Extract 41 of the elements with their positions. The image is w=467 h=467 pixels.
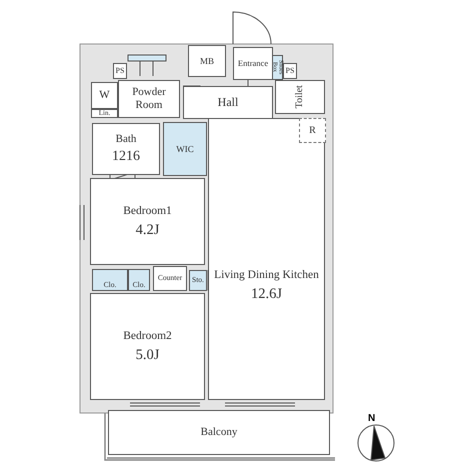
- room-box: [91, 82, 118, 109]
- room-box: [113, 63, 127, 79]
- room-label: WIC: [176, 144, 194, 154]
- room-box: [188, 45, 226, 77]
- room-label: Bedroom2: [123, 330, 172, 343]
- fridge-space: [299, 118, 326, 143]
- room-box: [92, 123, 160, 175]
- storage-box: [163, 122, 207, 176]
- room-label: Balcony: [200, 426, 238, 439]
- room-box: [108, 410, 330, 455]
- storage-box: [189, 270, 207, 291]
- area-label: 12.6J: [250, 286, 282, 303]
- room-label: Living Dining Kitchen: [214, 269, 319, 282]
- room-box: [275, 80, 325, 114]
- room-label: W: [99, 89, 110, 102]
- area-label: 4.2J: [136, 222, 160, 238]
- room-label: Bedroom1: [123, 204, 172, 218]
- room-label: R: [309, 124, 316, 136]
- room-box: [91, 109, 118, 118]
- area-label: 5.0J: [136, 346, 160, 364]
- room-box: [118, 80, 180, 118]
- room-label: Toilet: [294, 85, 306, 109]
- room-label: Entrance: [238, 58, 268, 68]
- room-label: PS: [116, 66, 124, 76]
- room-box: [90, 293, 205, 400]
- storage-box: [272, 55, 283, 80]
- closet-box: [92, 269, 128, 291]
- room-box: [153, 266, 187, 291]
- compass-north-label: N: [368, 413, 376, 424]
- room-box: [183, 86, 273, 119]
- room-label: Hall: [218, 96, 238, 110]
- room-box: [283, 63, 297, 79]
- room-label: PS: [286, 66, 294, 76]
- room-box: [233, 47, 273, 80]
- area-label: 1216: [112, 149, 140, 166]
- room-label: Powder Room: [131, 86, 167, 112]
- room-box: [208, 118, 325, 400]
- closet-box: [128, 269, 150, 291]
- room-label: Bath: [116, 132, 136, 146]
- room-box: [90, 178, 205, 265]
- room-label: MB: [200, 56, 214, 66]
